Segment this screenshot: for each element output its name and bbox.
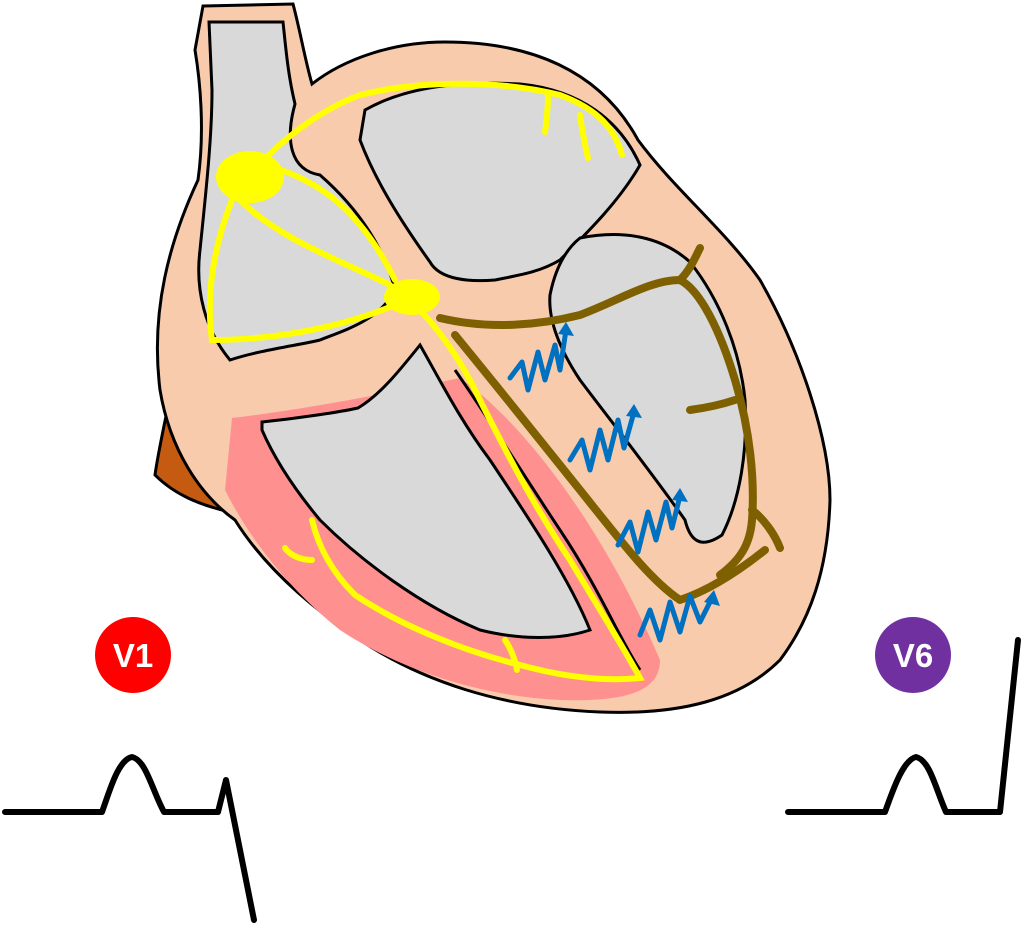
conduction-system bbox=[206, 80, 645, 683]
ecg-trace-v6 bbox=[785, 637, 1021, 815]
blue-squiggle-arrow-icon bbox=[567, 409, 637, 473]
lead-v1-badge: V1 bbox=[95, 617, 171, 693]
lead-v1-label: V1 bbox=[113, 637, 153, 674]
blue-squiggle-arrow-icon bbox=[507, 327, 569, 393]
sa-node bbox=[216, 151, 284, 203]
right-atrium-chamber bbox=[197, 20, 397, 362]
left-bundle-branch bbox=[436, 244, 784, 604]
ecg-trace-v1 bbox=[2, 754, 257, 923]
wave-arrowheads bbox=[558, 322, 720, 606]
av-node bbox=[384, 279, 440, 315]
lead-v6-badge: V6 bbox=[875, 617, 951, 693]
blue-squiggle-arrow-icon bbox=[637, 593, 715, 643]
right-ventricle-chamber bbox=[260, 342, 592, 639]
blue-squiggle-arrow-icon bbox=[615, 493, 683, 555]
depolarization-waves bbox=[507, 327, 715, 643]
lead-v6-label: V6 bbox=[893, 637, 933, 674]
